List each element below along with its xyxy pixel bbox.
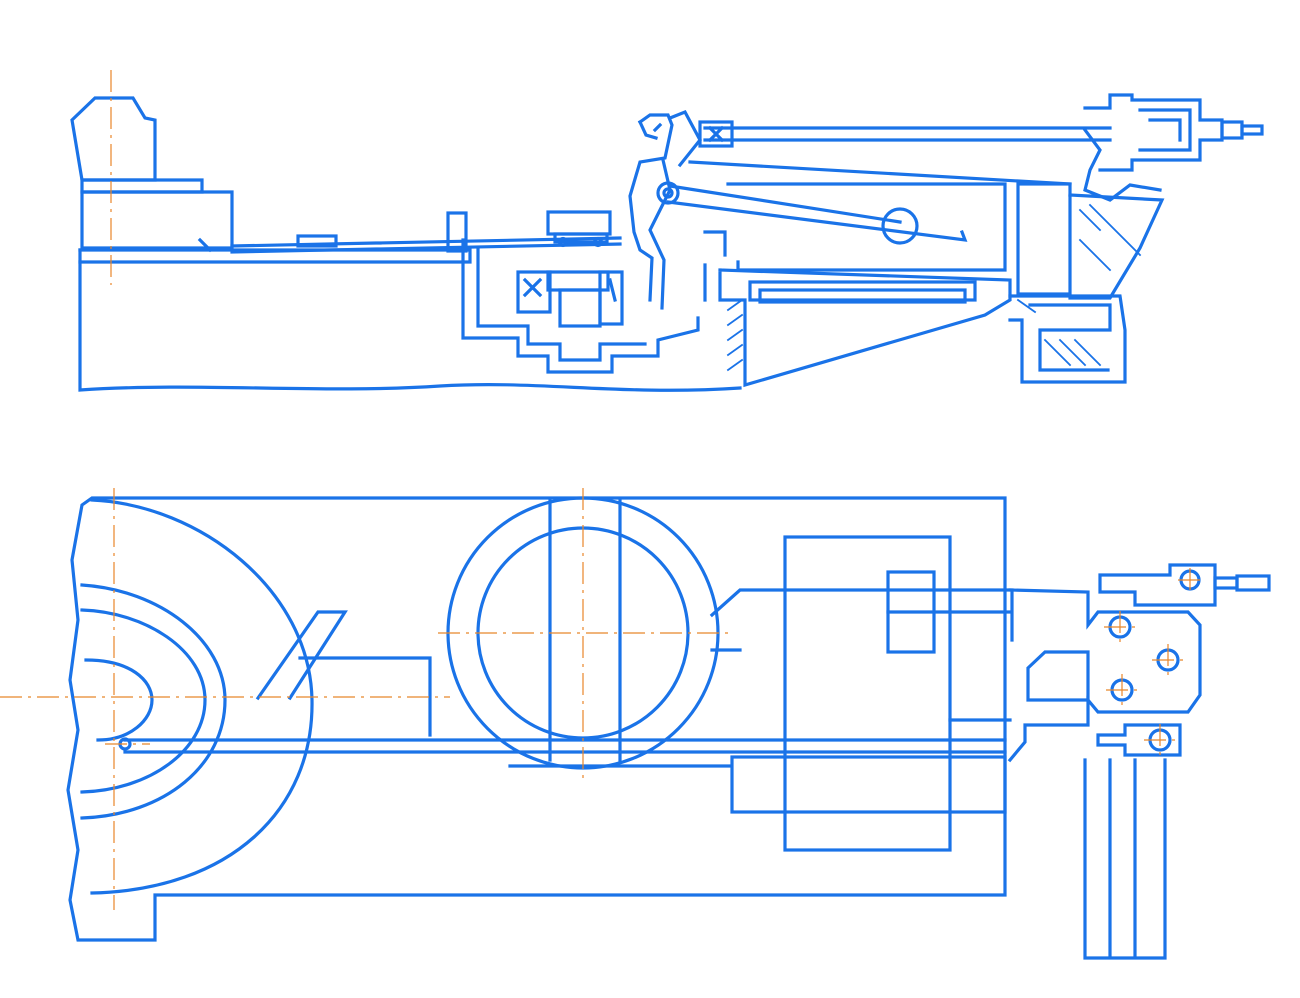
left-block xyxy=(80,190,234,250)
lower-plate xyxy=(748,280,977,302)
connecting-rod xyxy=(666,184,968,242)
slide-pin-left xyxy=(557,236,569,248)
lower-frame xyxy=(718,268,1012,388)
centerline-bolt-5 xyxy=(1144,724,1176,756)
left-block-upper xyxy=(80,178,204,194)
left-block-foot xyxy=(197,237,213,253)
rod-clamp xyxy=(698,120,734,148)
bearing-block-left xyxy=(516,270,552,314)
head-lower-bracket xyxy=(1096,723,1182,757)
right-clamp xyxy=(1008,294,1127,384)
centerline-bolt-4 xyxy=(1106,674,1138,706)
slide-pin-right xyxy=(592,236,604,248)
right-clamp-inner xyxy=(1028,303,1112,372)
arc-ring-outer xyxy=(80,583,227,820)
head-inner xyxy=(1138,108,1192,152)
lever-arm-inner xyxy=(648,122,672,310)
top-plan-view xyxy=(66,496,1271,960)
top-slide-base xyxy=(553,232,609,244)
slider-block xyxy=(296,234,338,248)
upright-pin xyxy=(446,211,468,253)
side-section-view xyxy=(70,93,1264,392)
carriage xyxy=(783,535,952,852)
frame-stop xyxy=(703,230,727,302)
centerline-bolt-1 xyxy=(1178,568,1202,592)
bearing-block-right xyxy=(598,270,624,326)
wedge-hatch xyxy=(1078,203,1142,272)
head-body xyxy=(1007,588,1202,763)
centerlines xyxy=(0,70,1202,910)
head-frame xyxy=(1083,93,1224,172)
base-body-outline xyxy=(78,248,742,392)
lever-hook xyxy=(637,119,658,140)
disc-inner xyxy=(476,526,690,740)
rod-clamp-detail xyxy=(707,125,725,143)
arc-ring-inner xyxy=(84,658,154,742)
centerline-bolt-3 xyxy=(1152,644,1184,676)
lower-plate-inner xyxy=(758,288,967,304)
main-frame xyxy=(688,160,1072,272)
rod-ball xyxy=(881,207,919,245)
top-slide xyxy=(546,210,612,236)
large-arc xyxy=(90,498,314,895)
bearing-block-inner xyxy=(558,288,602,328)
bearing-detail xyxy=(522,277,617,302)
right-clamp-hatch xyxy=(1016,298,1102,367)
top-rod xyxy=(703,126,1112,142)
head-knob xyxy=(1220,120,1244,140)
lever-arm xyxy=(628,113,674,302)
head-linkage xyxy=(1082,127,1162,202)
wedge-block xyxy=(1068,193,1165,300)
main-arm xyxy=(709,588,1014,652)
carriage-rail xyxy=(886,610,1012,722)
diagonal-guide-upper xyxy=(255,610,348,701)
centerline-bolt-2 xyxy=(1104,611,1136,643)
head-top-bracket xyxy=(1098,563,1217,607)
head-notch xyxy=(1026,650,1090,702)
housing-pocket-inner xyxy=(476,246,647,362)
head-top-tip xyxy=(1235,574,1271,592)
carriage-lower xyxy=(730,755,1007,814)
arc-ring-mid xyxy=(80,608,207,794)
lever-link xyxy=(667,109,702,168)
housing-pocket xyxy=(461,238,700,374)
leg-group xyxy=(1083,758,1167,960)
diagonal-guide-lower xyxy=(298,656,432,737)
left-column xyxy=(70,96,157,182)
base-plate xyxy=(66,496,1007,942)
pivot-joint-inner xyxy=(662,187,674,199)
frame-hatch xyxy=(726,298,744,372)
vertical-column xyxy=(1016,182,1072,296)
head-tip xyxy=(1240,124,1264,136)
head-top-pin xyxy=(1213,576,1239,590)
